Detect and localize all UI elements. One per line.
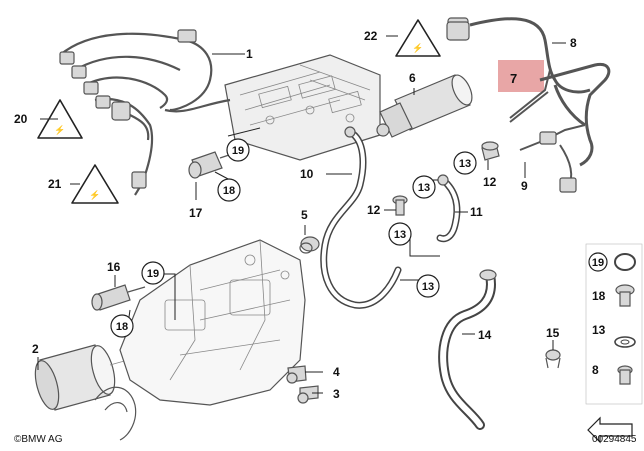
legend-panel: 19 18 13 8 bbox=[585, 243, 643, 444]
part-15-clamp[interactable] bbox=[545, 349, 561, 369]
brand-copyright: ©BMW AG bbox=[14, 434, 63, 445]
label-circled-13: 13 bbox=[418, 182, 430, 194]
brand-label: BMW AG bbox=[21, 434, 63, 445]
image-code: 00294845 bbox=[592, 434, 637, 445]
label-part-22: 22 bbox=[364, 29, 378, 43]
svg-text:⚡: ⚡ bbox=[54, 124, 65, 136]
part-22-connector[interactable] bbox=[446, 21, 470, 41]
warning-triangle-21: ⚡ bbox=[71, 164, 119, 204]
part-3-bolt[interactable] bbox=[297, 385, 319, 404]
part-10-hose-line[interactable] bbox=[320, 126, 402, 309]
legend-label-8: 8 bbox=[592, 363, 599, 377]
label-circled-18: 18 bbox=[116, 321, 128, 333]
label-part-17: 17 bbox=[189, 206, 203, 220]
part-12-hollow-bolt-a[interactable] bbox=[481, 141, 500, 161]
part-17-sensor[interactable] bbox=[188, 151, 233, 179]
part-7-pipe-highlighted[interactable] bbox=[498, 60, 551, 123]
legend-label-19: 19 bbox=[592, 257, 604, 269]
part-6-pump[interactable] bbox=[376, 72, 476, 138]
label-circled-19: 19 bbox=[147, 268, 159, 280]
transmission-housing bbox=[94, 239, 306, 441]
label-part-12: 12 bbox=[483, 175, 497, 189]
part-2-accumulator[interactable] bbox=[31, 343, 129, 411]
label-part-15: 15 bbox=[546, 326, 560, 340]
label-circled-19: 19 bbox=[232, 145, 244, 157]
part-1-wiring-harness[interactable] bbox=[59, 29, 231, 196]
part-16-sensor[interactable] bbox=[91, 284, 146, 311]
label-part-6: 6 bbox=[409, 71, 416, 85]
label-part-2: 2 bbox=[32, 342, 39, 356]
label-part-10: 10 bbox=[300, 167, 314, 181]
label-part-20: 20 bbox=[14, 112, 28, 126]
legend-label-18: 18 bbox=[592, 289, 606, 303]
label-circled-13: 13 bbox=[459, 158, 471, 170]
part-5-plug[interactable] bbox=[299, 236, 320, 254]
label-circled-18: 18 bbox=[223, 185, 235, 197]
circled-labels: 19 18 19 18 13 13 13 13 bbox=[110, 138, 477, 338]
label-part-21: 21 bbox=[48, 177, 62, 191]
svg-text:⚡: ⚡ bbox=[412, 42, 423, 54]
part-4-sensor[interactable] bbox=[286, 365, 307, 384]
svg-text:⚡: ⚡ bbox=[89, 189, 100, 201]
label-part-1: 1 bbox=[246, 47, 253, 61]
label-part-14: 14 bbox=[478, 328, 492, 342]
label-circled-13: 13 bbox=[422, 281, 434, 293]
part-labels: 1 2 3 4 5 6 7 8 9 10 11 12 12 14 15 16 1… bbox=[14, 29, 577, 401]
label-circled-13: 13 bbox=[394, 229, 406, 241]
label-part-8: 8 bbox=[570, 36, 577, 50]
label-part-5: 5 bbox=[301, 208, 308, 222]
label-part-12: 12 bbox=[367, 203, 381, 217]
part-11-hose-line[interactable] bbox=[436, 174, 461, 243]
part-12-hollow-bolt-b[interactable] bbox=[392, 195, 408, 216]
label-part-4: 4 bbox=[333, 365, 340, 379]
label-part-7: 7 bbox=[510, 71, 517, 86]
copyright-icon: © bbox=[14, 434, 22, 445]
label-part-16: 16 bbox=[107, 260, 121, 274]
warning-triangle-22: ⚡ bbox=[395, 19, 441, 57]
label-part-3: 3 bbox=[333, 387, 340, 401]
legend-label-13: 13 bbox=[592, 323, 606, 337]
label-part-9: 9 bbox=[521, 179, 528, 193]
label-part-11: 11 bbox=[470, 205, 483, 219]
part-9-sensor[interactable] bbox=[519, 124, 586, 193]
part-14-hose[interactable] bbox=[438, 269, 497, 430]
